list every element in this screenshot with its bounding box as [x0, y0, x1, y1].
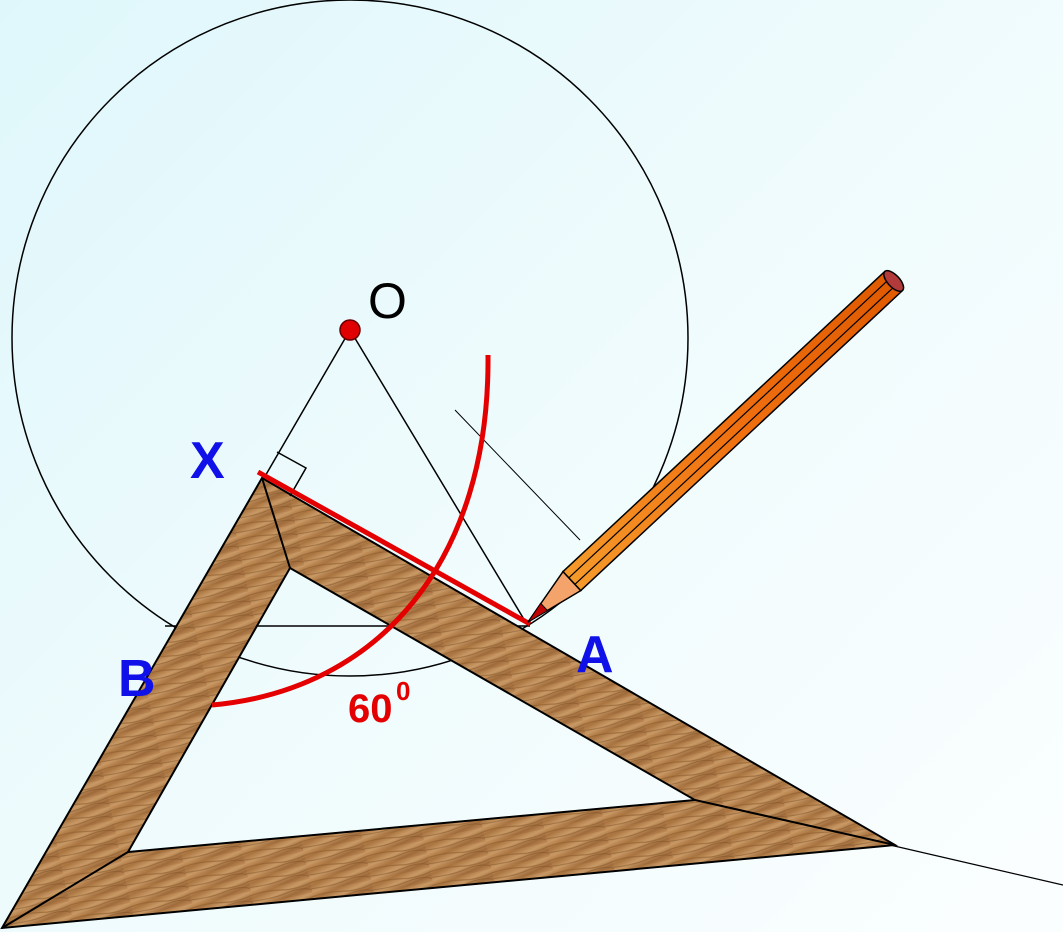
- label-point-x: X: [190, 432, 225, 490]
- label-point-b: B: [118, 650, 156, 708]
- tangent-segment-xa: [256, 469, 532, 627]
- label-point-a: A: [576, 626, 614, 684]
- radius-oa: [349, 329, 529, 627]
- set-square-icon: [0, 476, 899, 930]
- tangent-guide: [454, 409, 581, 541]
- label-center-o: O: [368, 273, 407, 329]
- circle: [11, 0, 689, 677]
- construction-lines: [165, 329, 1063, 886]
- extension-line: [889, 844, 1063, 886]
- right-angle-marker: [276, 451, 308, 497]
- pencil-icon: [527, 269, 905, 623]
- angle-degree-label: 0: [396, 676, 410, 706]
- angle-arc: [211, 354, 491, 708]
- center-point-o: [339, 319, 361, 341]
- angle-value-label: 60: [348, 687, 393, 731]
